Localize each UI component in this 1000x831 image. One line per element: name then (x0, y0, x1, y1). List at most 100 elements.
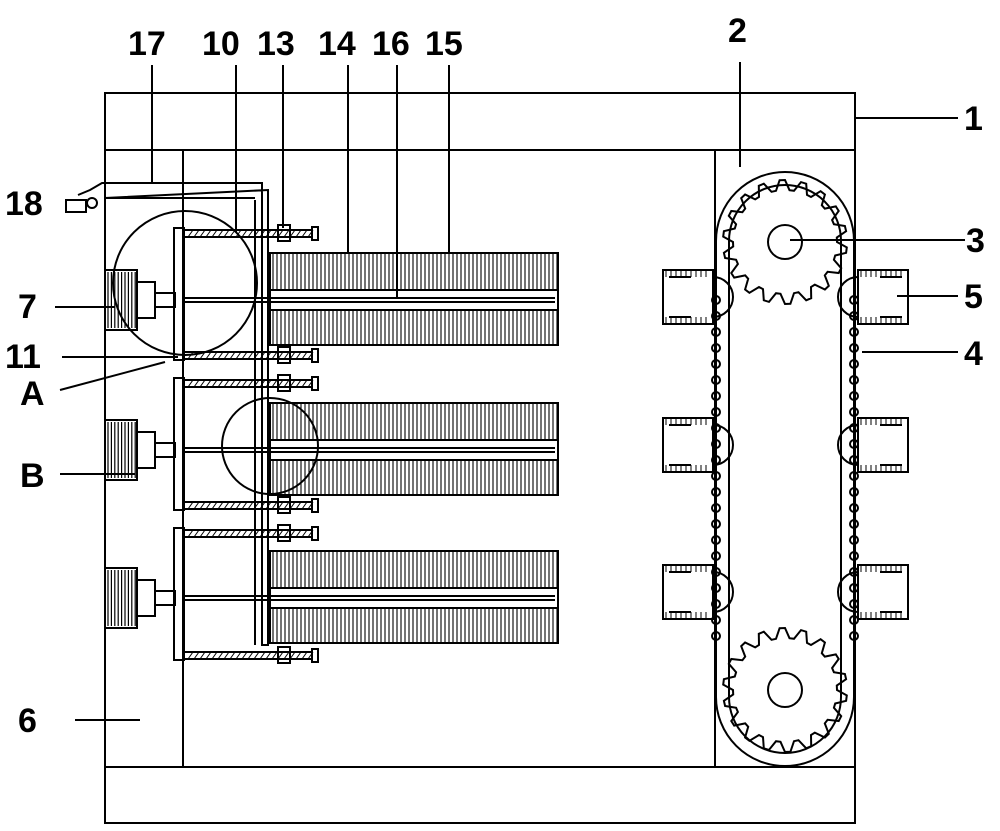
belt-tooth (711, 519, 721, 529)
rod-hatch (199, 229, 206, 238)
cup-mouth (712, 276, 734, 318)
label-5: 5 (964, 278, 983, 316)
leader-lines (55, 62, 965, 721)
belt-drive (662, 171, 909, 767)
guide-rod-upper (183, 224, 319, 242)
rod-hatch (253, 229, 260, 238)
motor-coupling (154, 442, 176, 458)
bracket-plate (173, 377, 185, 511)
cup-mouth (712, 424, 734, 466)
rod-hatch (271, 229, 278, 238)
rod-hatch (223, 651, 230, 660)
guide-rod-lower (183, 496, 319, 514)
rod-hatch (193, 501, 200, 510)
brush-block (269, 550, 559, 644)
rod-hatch (247, 501, 254, 510)
clamp-unit-1 (104, 224, 559, 364)
belt-tooth (711, 471, 721, 481)
rod-hatch (271, 501, 278, 510)
rod-hatch (283, 351, 290, 360)
rod-hatch (217, 529, 224, 538)
rod-hatch (205, 651, 212, 660)
detail-circle-b (221, 397, 319, 495)
rod-hatch (247, 229, 254, 238)
rod-hatch (259, 501, 266, 510)
rod-hatch (301, 529, 308, 538)
rod-hatch (271, 379, 278, 388)
rod-end-cap (311, 648, 319, 663)
belt-tooth (711, 487, 721, 497)
rod-hatch (187, 379, 194, 388)
label-1: 1 (964, 100, 983, 138)
rod-hatch (265, 379, 272, 388)
belt-tooth (711, 503, 721, 513)
rod-hatch (295, 379, 302, 388)
rod-hatch (223, 501, 230, 510)
rod-hatch (223, 351, 230, 360)
guide-rod-upper (183, 524, 319, 542)
label-16: 16 (372, 25, 410, 63)
rod-hatch (247, 529, 254, 538)
rod-hatch (211, 501, 218, 510)
clamp-cup-left-1 (662, 269, 734, 325)
rod-hatch (271, 351, 278, 360)
rod-hatch (211, 229, 218, 238)
rod-hatch (205, 351, 212, 360)
cup-mouth (837, 276, 859, 318)
rod-nut-13 (277, 524, 291, 542)
belt-outer (715, 171, 855, 767)
lever-arm (77, 182, 269, 646)
rod-end-cap (311, 526, 319, 541)
rod-hatch (205, 379, 212, 388)
rod-hatch (211, 529, 218, 538)
label-17: 17 (128, 25, 166, 63)
rod-end-cap (311, 498, 319, 513)
motor-flange (136, 431, 156, 469)
rod-hatch (253, 529, 260, 538)
rod-hatch (301, 379, 308, 388)
belt-tooth (711, 327, 721, 337)
rod-hatch (223, 529, 230, 538)
rod-hatch (295, 229, 302, 238)
rod-hatch (265, 501, 272, 510)
rod-hatch (301, 651, 308, 660)
rod-hatch (283, 651, 290, 660)
cup-mouth (837, 571, 859, 613)
rod-hatch (199, 529, 206, 538)
rod-end-cap (311, 348, 319, 363)
rod-hatch (265, 229, 272, 238)
label-18: 18 (5, 185, 43, 223)
rod-hatch (217, 651, 224, 660)
brush-outline (269, 252, 559, 346)
rod-hatch (187, 651, 194, 660)
rod-hatch (187, 529, 194, 538)
motor-flange (136, 579, 156, 617)
rod-hatch (265, 351, 272, 360)
label-3: 3 (966, 222, 985, 260)
rod-hatch (235, 351, 242, 360)
rod-hatch (265, 529, 272, 538)
rod-hatch (295, 501, 302, 510)
rod-hatch (301, 501, 308, 510)
cup-body (857, 564, 909, 620)
rod-hatch (223, 229, 230, 238)
cup-body (662, 564, 714, 620)
motor-coupling (154, 590, 176, 606)
rod-end-cap (311, 376, 319, 391)
guide-rod-lower (183, 646, 319, 664)
rod-hatch (247, 379, 254, 388)
rod-hatch (259, 229, 266, 238)
rod-hatch (229, 529, 236, 538)
motor-flange (136, 281, 156, 319)
rod-hatch (247, 351, 254, 360)
rod-hatch (211, 351, 218, 360)
belt-tooth (849, 327, 859, 337)
rod-hatch (301, 351, 308, 360)
rod-hatch (229, 379, 236, 388)
brush-block (269, 402, 559, 496)
rod-hatch (259, 379, 266, 388)
clamp-unit-3 (104, 524, 559, 664)
rod-nut-13 (277, 346, 291, 364)
rod-hatch (295, 529, 302, 538)
